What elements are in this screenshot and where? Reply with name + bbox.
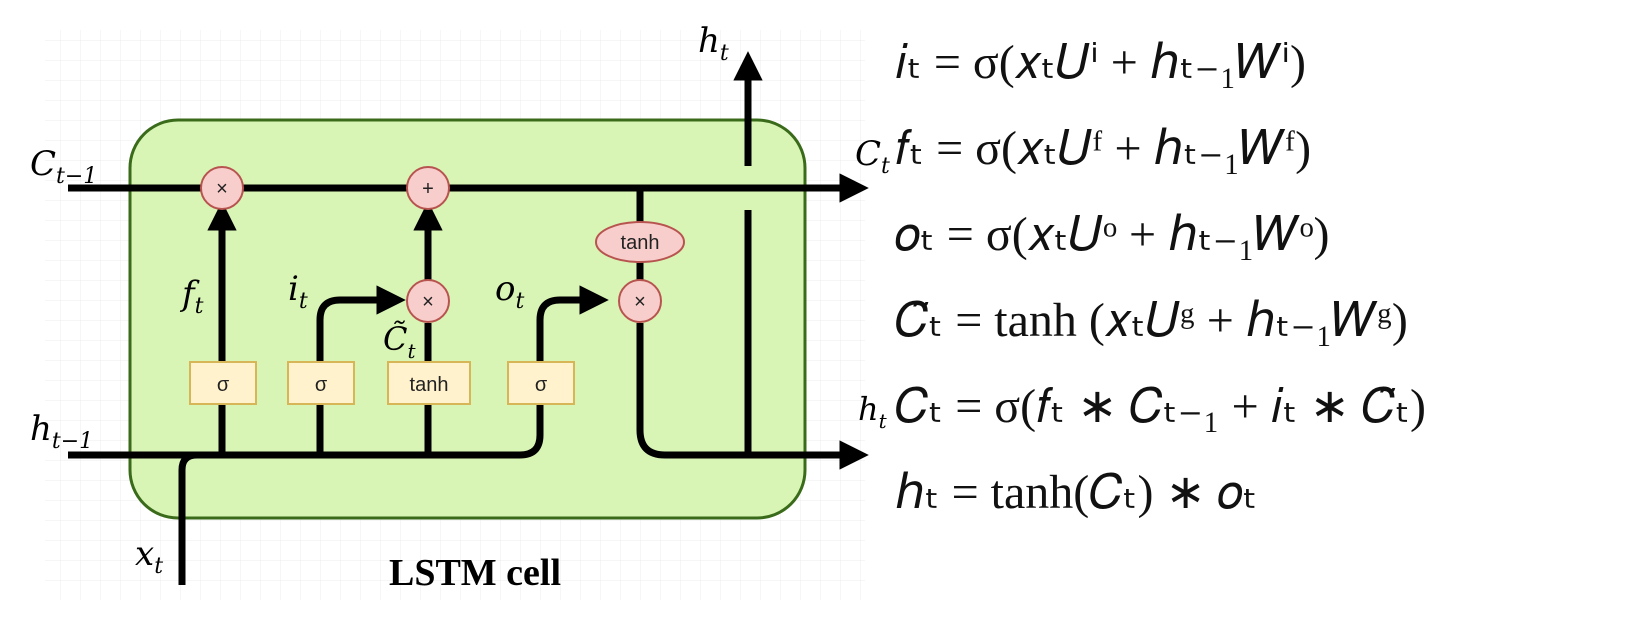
label-c-tilde-sub: t <box>407 339 416 363</box>
label-h-out-top-sub: t <box>720 41 729 66</box>
equation-hidden-state: ℎₜ = tanh(𝐶ₜ) ∗ 𝑜ₜ <box>895 466 1258 519</box>
op-mul-forget-label: × <box>216 178 228 200</box>
op-mul-output-label: × <box>634 291 646 313</box>
op-add-cell-label: + <box>422 178 434 200</box>
lstm-diagram: σ σ tanh σ × + × × tanh Ct−1 Ct ht−1 <box>30 21 890 600</box>
label-c-prev: Ct−1 <box>30 144 97 189</box>
op-tanh-cell-label: tanh <box>621 232 660 254</box>
label-c-out: Ct <box>855 134 890 179</box>
label-i-sub: t <box>299 289 308 314</box>
op-add-cell: + <box>406 166 450 210</box>
equation-forget-gate: 𝑓ₜ = σ(𝑥ₜ𝑈ᶠ + ℎₜ₋₁𝑊ᶠ) <box>895 122 1312 175</box>
label-c-prev-main: C <box>30 144 56 184</box>
label-o: ot <box>495 269 524 314</box>
label-x-in: xt <box>135 534 163 579</box>
label-c-out-sub: t <box>881 154 890 179</box>
label-x-in-main: x <box>135 534 154 574</box>
label-c-tilde-main: C̃ <box>383 320 407 358</box>
equation-candidate: 𝐶̃ₜ = tanh (𝑥ₜ𝑈ᵍ + ℎₜ₋₁𝑊ᵍ) <box>895 294 1408 347</box>
input-gate-line <box>316 285 406 455</box>
label-i-main: i <box>288 269 299 309</box>
label-h-out-top-main: h <box>698 21 720 61</box>
gate-tanh-g: tanh <box>387 361 471 405</box>
equation-input-gate: 𝑖ₜ = σ(𝑥ₜ𝑈ⁱ + ℎₜ₋₁𝑊ⁱ) <box>895 36 1307 89</box>
equation-list: 𝑖ₜ = σ(𝑥ₜ𝑈ⁱ + ℎₜ₋₁𝑊ⁱ) 𝑓ₜ = σ(𝑥ₜ𝑈ᶠ + ℎₜ₋₁… <box>895 20 1635 536</box>
label-h-prev: ht−1 <box>30 409 93 454</box>
equation-cell-state: 𝐶ₜ = σ(𝑓ₜ ∗ 𝐶ₜ₋₁ + 𝑖ₜ ∗ 𝐶̃ₜ) <box>895 380 1426 433</box>
label-h-prev-main: h <box>30 409 52 449</box>
diagram-title: LSTM cell <box>389 552 561 594</box>
gate-sigma-o: σ <box>507 361 575 405</box>
label-h-out-top: ht <box>698 21 729 66</box>
label-o-main: o <box>495 269 515 309</box>
label-h-out-right-main: h <box>858 390 879 428</box>
equation-output-gate: 𝑜ₜ = σ(𝑥ₜ𝑈ᵒ + ℎₜ₋₁𝑊ᵒ) <box>895 208 1330 261</box>
label-c-out-main: C <box>855 134 881 174</box>
gate-sigma-i: σ <box>287 361 355 405</box>
label-i: it <box>288 269 308 314</box>
cell-body <box>128 118 807 520</box>
label-h-prev-sub: t−1 <box>52 429 93 454</box>
label-c-tilde: C̃t <box>383 320 416 363</box>
label-x-in-sub: t <box>154 554 163 579</box>
x-input-line <box>178 451 198 585</box>
output-line <box>636 323 869 470</box>
gate-sigma-o-label: σ <box>535 374 548 396</box>
op-mul-output: × <box>618 279 662 323</box>
gate-sigma-f: σ <box>189 361 257 405</box>
gate-sigma-i-label: σ <box>315 374 328 396</box>
gate-tanh-g-label: tanh <box>410 374 449 396</box>
op-tanh-cell: tanh <box>595 221 685 263</box>
label-c-prev-sub: t−1 <box>56 164 97 189</box>
label-f-sub: t <box>195 294 204 319</box>
label-o-sub: t <box>515 289 524 314</box>
gate-sigma-f-label: σ <box>217 374 230 396</box>
op-mul-forget: × <box>200 166 244 210</box>
op-mul-input-label: × <box>422 291 434 313</box>
label-h-out-right: ht <box>858 390 888 433</box>
op-mul-input: × <box>406 279 450 323</box>
label-h-out-right-sub: t <box>879 409 888 433</box>
